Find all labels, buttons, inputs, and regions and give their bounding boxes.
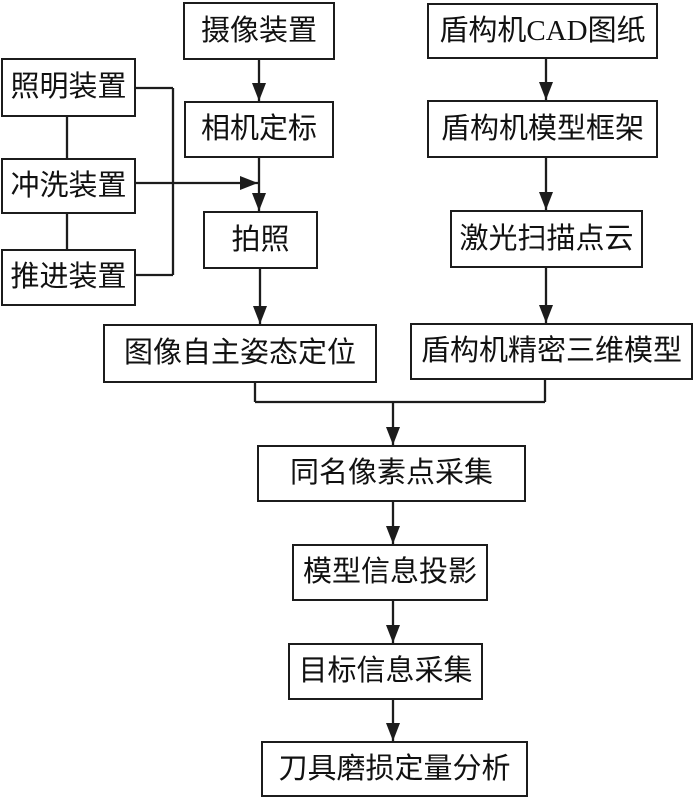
node-flushing-device-label: 冲洗装置 (10, 169, 127, 202)
node-camera-calibration-label: 相机定标 (200, 113, 317, 145)
node-pixel-point-collection-label: 同名像素点采集 (289, 457, 493, 489)
node-propulsion-device-label: 推进装置 (10, 261, 127, 293)
node-laser-point-cloud: 激光扫描点云 (450, 210, 643, 268)
node-wear-analysis-label: 刀具磨损定量分析 (278, 752, 511, 785)
node-wear-analysis: 刀具磨损定量分析 (261, 741, 528, 797)
node-cad-drawing-label: 盾构机CAD图纸 (439, 14, 646, 47)
node-propulsion-device: 推进装置 (1, 249, 136, 306)
node-target-info-collection-label: 目标信息采集 (298, 655, 473, 687)
node-target-info-collection: 目标信息采集 (288, 643, 483, 700)
node-model-info-projection-label: 模型信息投影 (302, 556, 477, 588)
node-precise-3d-model-label: 盾构机精密三维模型 (420, 335, 682, 367)
node-flushing-device: 冲洗装置 (1, 158, 136, 214)
node-photographing: 拍照 (203, 211, 318, 269)
node-camera-device-label: 摄像装置 (200, 14, 317, 47)
node-model-frame: 盾构机模型框架 (427, 100, 658, 158)
node-lighting-device-label: 照明装置 (10, 71, 127, 103)
node-pixel-point-collection: 同名像素点采集 (257, 445, 526, 502)
node-model-frame-label: 盾构机模型框架 (440, 112, 644, 145)
node-lighting-device: 照明装置 (1, 58, 136, 117)
node-photographing-label: 拍照 (231, 223, 290, 256)
node-precise-3d-model: 盾构机精密三维模型 (410, 323, 693, 380)
node-camera-device: 摄像装置 (183, 2, 335, 60)
node-model-info-projection: 模型信息投影 (292, 544, 488, 601)
node-image-pose-location: 图像自主姿态定位 (103, 324, 377, 383)
node-cad-drawing: 盾构机CAD图纸 (427, 3, 658, 59)
node-camera-calibration: 相机定标 (184, 101, 334, 158)
node-laser-point-cloud-label: 激光扫描点云 (459, 222, 634, 255)
node-image-pose-location-label: 图像自主姿态定位 (123, 337, 356, 369)
